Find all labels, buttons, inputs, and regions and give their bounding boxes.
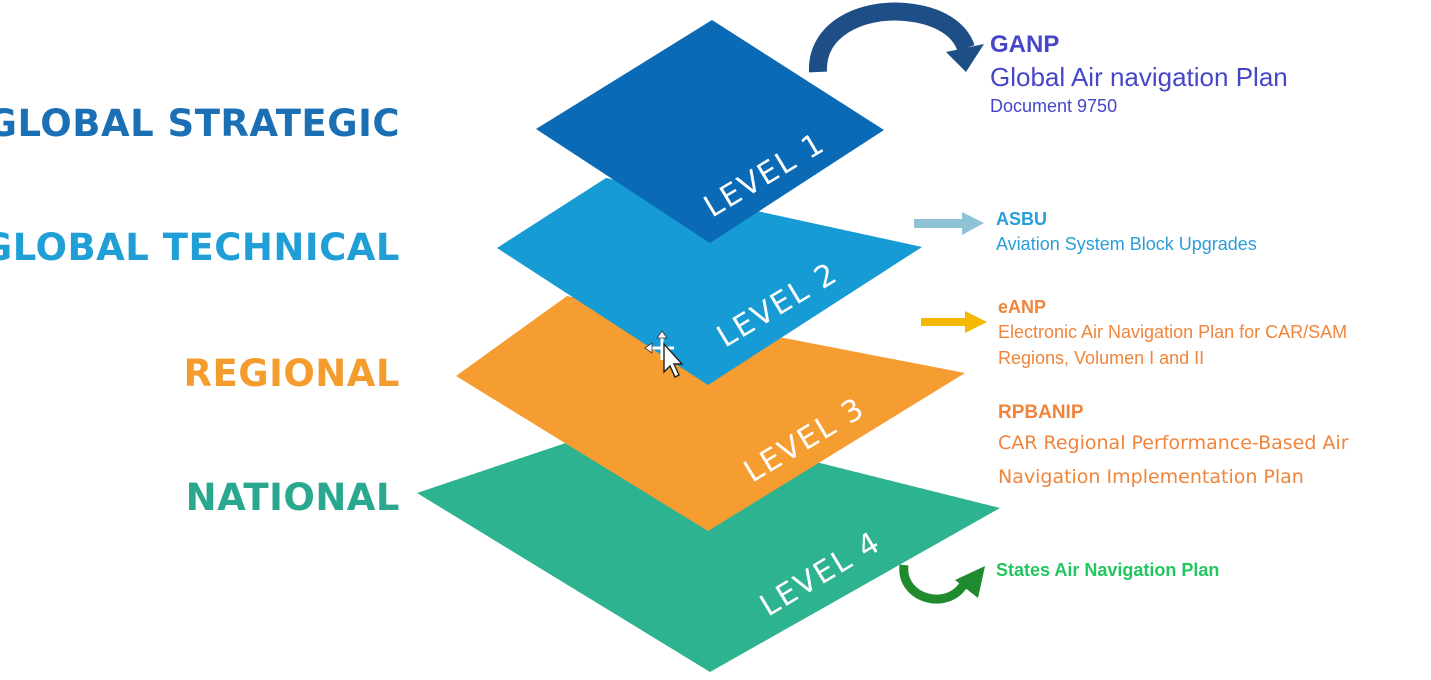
eanp-line-1: Electronic Air Navigation Plan for CAR/S…: [998, 322, 1348, 342]
tier-label-global-strategic: GLOBAL STRATEGIC: [0, 102, 400, 145]
states-description: States Air Navigation Plan: [996, 558, 1219, 582]
ganp-subtitle: Document 9750: [990, 96, 1118, 116]
level-2-layer: [497, 178, 922, 385]
eanp-arrow-icon: [921, 311, 987, 333]
asbu-arrow-icon: [914, 212, 984, 235]
eanp-line-2: Regions, Volumen I and II: [998, 348, 1205, 368]
curved-arrow-icon: [809, 2, 984, 73]
states-title: States Air Navigation Plan: [996, 560, 1220, 580]
ganp-description: GANP Global Air navigation Plan Document…: [990, 30, 1288, 118]
rpbanip-line-1: CAR Regional Performance-Based Air: [998, 432, 1349, 454]
asbu-code: ASBU: [996, 209, 1048, 229]
level-1-layer: [536, 20, 884, 243]
rpbanip-code: RPBANIP: [998, 402, 1084, 423]
asbu-title: Aviation System Block Upgrades: [996, 234, 1257, 254]
states-u-turn-arrow-icon: [899, 564, 985, 604]
eanp-description: eANP Electronic Air Navigation Plan for …: [998, 295, 1347, 371]
rpbanip-line-2: Navigation Implementation Plan: [998, 466, 1304, 488]
rpbanip-description: RPBANIP CAR Regional Performance-Based A…: [998, 400, 1349, 494]
level-4-layer: [417, 418, 1000, 672]
tier-label-global-technical: GLOBAL TECHNICAL: [0, 226, 400, 269]
tier-label-national: NATIONAL: [185, 476, 400, 519]
ganp-title: Global Air navigation Plan: [990, 62, 1288, 92]
level-3-layer: [456, 296, 965, 531]
eanp-code: eANP: [998, 297, 1047, 317]
ganp-code: GANP: [990, 31, 1060, 58]
tier-label-regional: REGIONAL: [183, 352, 400, 395]
move-cursor-icon: [644, 330, 684, 378]
asbu-description: ASBU Aviation System Block Upgrades: [996, 207, 1257, 257]
